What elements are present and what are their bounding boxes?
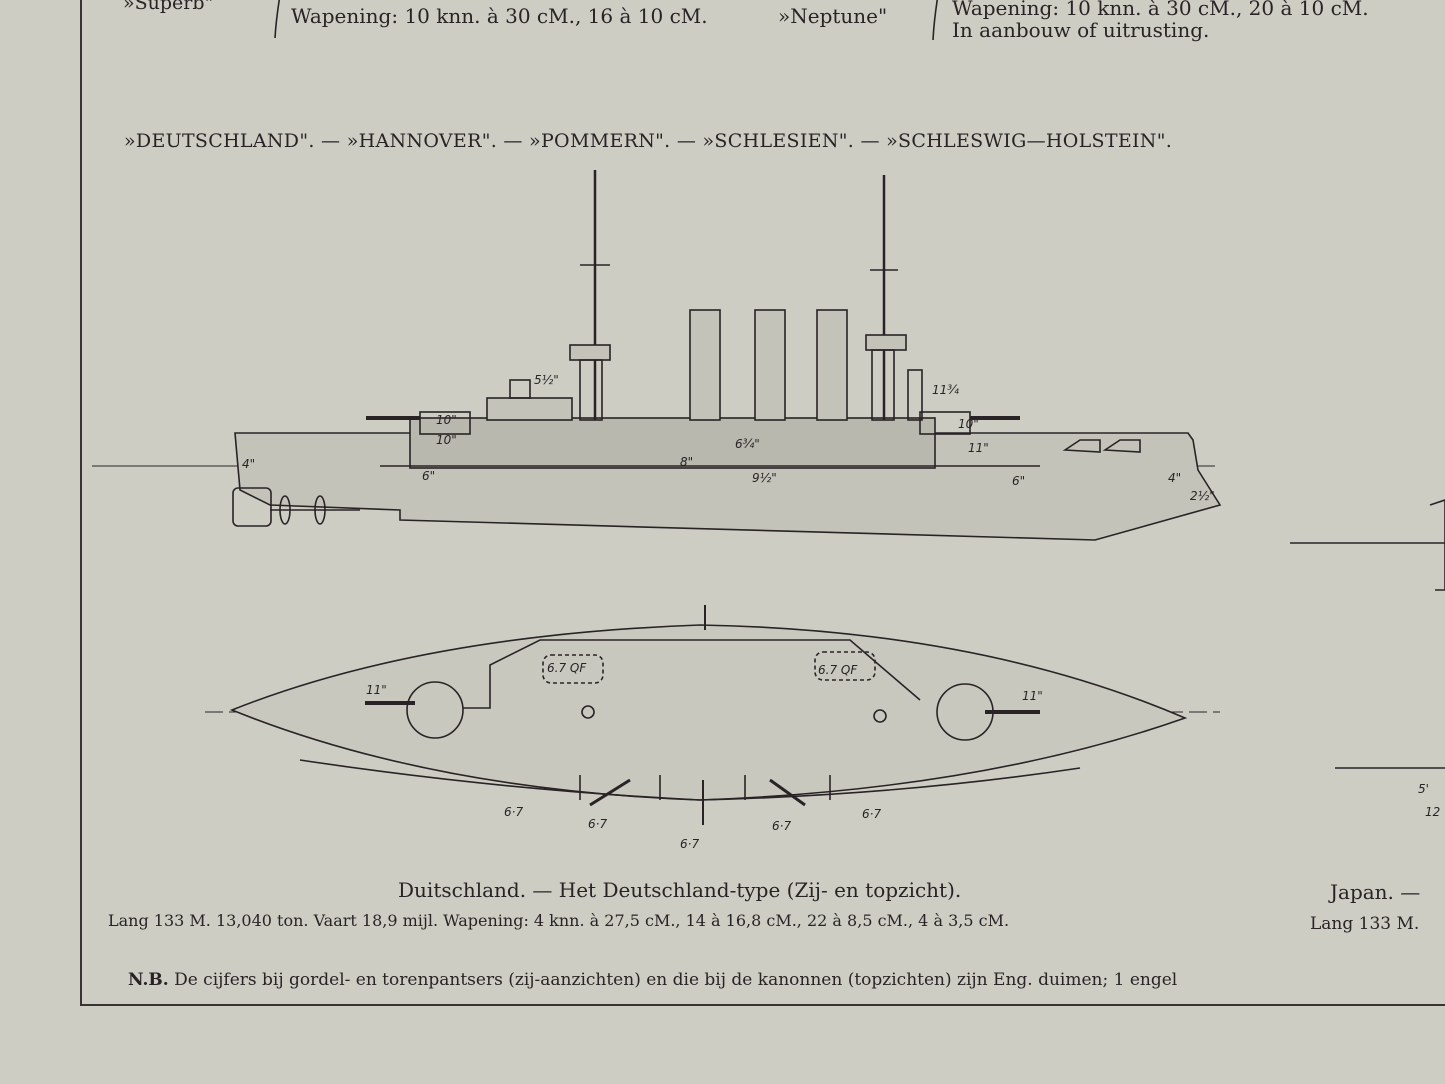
label-belt-6-aft: 6" (1012, 474, 1025, 488)
superb-name: »Superb" (123, 0, 214, 14)
label-turret-aft: 10" (958, 417, 979, 431)
label-belt-6-75: 6¾" (735, 437, 760, 451)
bracket-left (274, 0, 281, 39)
label-belt-2-5: 2½" (1190, 489, 1215, 503)
next-caption-title: Japan. — (1330, 880, 1421, 904)
label-turret-aft2: 11" (968, 441, 989, 455)
footnote-text: De cijfers bij gordel- en torenpantsers … (174, 970, 1178, 990)
label-belt-9-5: 9½" (752, 471, 777, 485)
label-tower: 5½" (534, 373, 559, 387)
label-belt-6-fore: 6" (422, 469, 435, 483)
label-partial-2: 12 (1425, 805, 1440, 819)
bracket-right (932, 0, 939, 41)
neptune-armament: Wapening: 10 knn. à 30 cM., 20 à 10 cM. (952, 0, 1369, 20)
label-belt-4-bow: 4" (1168, 471, 1181, 485)
neptune-status: In aanbouw of uitrusting. (952, 18, 1210, 42)
next-caption-specs: Lang 133 M. (1310, 914, 1420, 934)
label-belt-8: 8" (680, 455, 693, 469)
label-secondary-5: 6·7 (862, 807, 881, 821)
caption-specs: Lang 133 M. 13,040 ton. Vaart 18,9 mijl.… (108, 911, 1010, 930)
label-turret-fore: 10" (436, 413, 457, 427)
caption-title: Duitschland. — Het Deutschland-type (Zij… (398, 878, 962, 902)
label-belt-4-stern: 4" (242, 457, 255, 471)
page-border (80, 0, 1445, 1006)
label-secondary-3: 6·7 (680, 837, 699, 851)
label-secondary-2: 6·7 (588, 817, 607, 831)
label-qf-fore: 6.7 QF (547, 661, 587, 675)
neptune-name: »Neptune" (778, 4, 888, 28)
label-conning-aft: 11¾ (932, 383, 959, 397)
footnote-bold: N.B. (128, 970, 169, 990)
superb-armament: Wapening: 10 knn. à 30 cM., 16 à 10 cM. (291, 4, 708, 28)
footnote: N.B. De cijfers bij gordel- en torenpant… (128, 970, 1177, 990)
label-qf-aft: 6.7 QF (818, 663, 858, 677)
label-secondary-4: 6·7 (772, 819, 791, 833)
label-partial-1: 5' (1418, 782, 1429, 796)
label-gun-aft: 11" (1022, 689, 1043, 703)
label-casemate: 10" (436, 433, 457, 447)
ship-names-heading: »DEUTSCHLAND". — »HANNOVER". — »POMMERN"… (124, 130, 1173, 152)
side-view (92, 170, 1222, 541)
top-view (205, 605, 1220, 825)
label-secondary-1: 6·7 (504, 805, 523, 819)
label-gun-fore: 11" (366, 683, 387, 697)
